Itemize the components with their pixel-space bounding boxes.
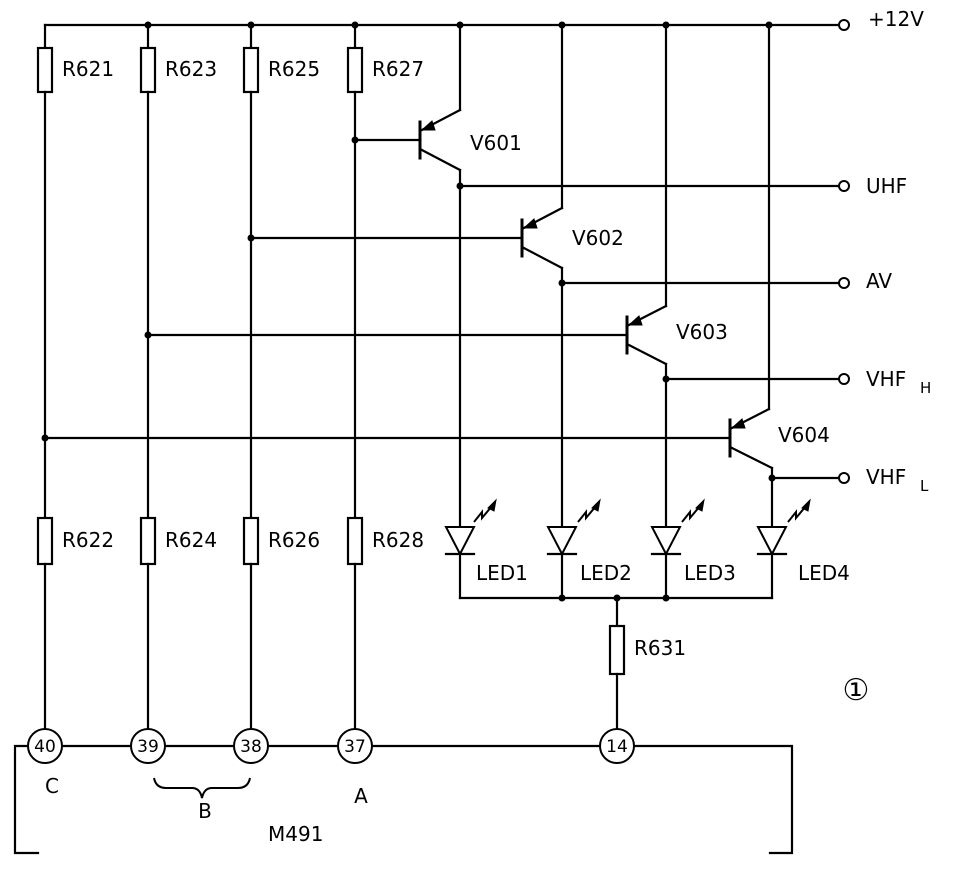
label-r626: R626 — [268, 528, 320, 552]
label-pin-a: A — [354, 784, 368, 808]
vhfl-terminal — [838, 472, 850, 484]
resistor-r625 — [242, 46, 260, 94]
resistor-r626 — [242, 516, 260, 566]
label-pin-b: B — [198, 799, 212, 823]
ic-label: M491 — [268, 822, 323, 846]
output-vhfl: VHF — [866, 465, 906, 489]
label-v602: V602 — [572, 226, 624, 250]
output-vhfh-sub: H — [920, 379, 931, 397]
pin-40 — [27, 728, 63, 764]
resistor-r621 — [36, 46, 54, 94]
av-terminal — [838, 277, 850, 289]
led2 — [546, 498, 601, 600]
label-led1: LED1 — [476, 561, 528, 585]
label-v601: V601 — [470, 131, 522, 155]
label-r625: R625 — [268, 57, 320, 81]
pin-14 — [599, 728, 635, 764]
led4 — [756, 498, 811, 600]
pin-38 — [233, 728, 269, 764]
resistor-r628 — [346, 516, 364, 566]
column-r625-r626 — [242, 23, 260, 735]
resistor-r631 — [608, 624, 626, 676]
pin-39-label: 39 — [137, 737, 159, 757]
ic-outline-left — [13, 744, 40, 855]
label-r622: R622 — [62, 528, 114, 552]
output-av: AV — [866, 269, 892, 293]
column-r621-r622 — [36, 23, 54, 735]
vhfh-terminal — [838, 373, 850, 385]
transistor-v603 — [146, 23, 840, 529]
pin-40-label: 40 — [34, 737, 56, 757]
supply-terminal — [838, 19, 850, 31]
label-r624: R624 — [165, 528, 217, 552]
supply-label: +12V — [868, 7, 924, 31]
transistor-v601 — [353, 23, 840, 529]
resistor-r627 — [346, 46, 364, 94]
label-led3: LED3 — [684, 561, 736, 585]
column-r627-r628 — [346, 23, 364, 735]
ic-outline-right — [633, 744, 794, 855]
resistor-r631-branch — [608, 596, 626, 735]
label-v604: V604 — [778, 423, 830, 447]
label-r631: R631 — [634, 636, 686, 660]
label-pin-c: C — [45, 774, 59, 798]
column-r623-r624 — [139, 23, 157, 735]
pin-39 — [130, 728, 166, 764]
output-vhfh: VHF — [866, 367, 906, 391]
label-r627: R627 — [372, 57, 424, 81]
transistor-v602 — [249, 23, 840, 529]
label-r628: R628 — [372, 528, 424, 552]
label-led2: LED2 — [580, 561, 632, 585]
resistor-r623 — [139, 46, 157, 94]
transistor-v604 — [43, 23, 840, 529]
pin-14-label: 14 — [606, 737, 628, 757]
label-led4: LED4 — [798, 561, 850, 585]
output-uhf: UHF — [866, 174, 907, 198]
label-r623: R623 — [165, 57, 217, 81]
pin-37 — [337, 728, 373, 764]
brace-b — [153, 777, 251, 799]
uhf-terminal — [838, 180, 850, 192]
output-vhfl-sub: L — [920, 477, 929, 495]
pin-37-label: 37 — [344, 737, 366, 757]
pin-38-label: 38 — [240, 737, 262, 757]
resistor-r622 — [36, 516, 54, 566]
led3 — [650, 498, 705, 600]
resistor-r624 — [139, 516, 157, 566]
led1 — [444, 498, 497, 600]
label-v603: V603 — [676, 320, 728, 344]
label-r621: R621 — [62, 57, 114, 81]
figure-number: ① — [843, 673, 870, 708]
